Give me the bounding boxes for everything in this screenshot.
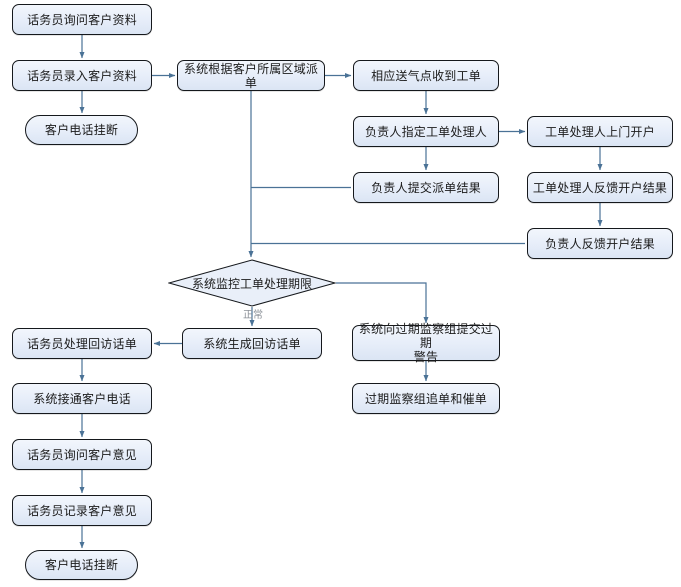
node-label: 相应送气点收到工单 <box>371 68 481 83</box>
node-label: 话务员询问客户意见 <box>27 447 137 462</box>
node-manager-reports-account-result[interactable]: 负责人反馈开户结果 <box>527 228 673 259</box>
node-monitor-order-deadline-decision[interactable]: 系统监控工单处理期限 <box>168 259 336 307</box>
node-agent-records-customer-opinion[interactable]: 话务员记录客户意见 <box>12 495 152 526</box>
node-system-dispatch-by-region[interactable]: 系统根据客户所属区域派单 <box>177 60 325 91</box>
node-label: 工单处理人上门开户 <box>545 124 655 139</box>
node-label: 系统根据客户所属区域派单 <box>183 61 319 90</box>
node-label: 话务员记录客户意见 <box>27 503 137 518</box>
node-customer-hangup-top[interactable]: 客户电话挂断 <box>25 115 138 145</box>
node-label: 系统生成回访话单 <box>203 336 301 351</box>
diamond-shape <box>168 259 336 307</box>
node-label: 话务员处理回访话单 <box>27 336 137 351</box>
node-label: 负责人指定工单处理人 <box>364 124 487 139</box>
node-handler-reports-account-result[interactable]: 工单处理人反馈开户结果 <box>527 172 673 203</box>
node-label: 系统向过期监察组提交过期 警告 <box>358 322 494 364</box>
edge-label-normal: 正常 <box>243 310 263 321</box>
node-customer-hangup-bottom[interactable]: 客户电话挂断 <box>25 550 138 580</box>
node-system-submits-overdue-warning[interactable]: 系统向过期监察组提交过期 警告 <box>352 322 500 364</box>
node-inquire-customer-info[interactable]: 话务员询问客户资料 <box>12 4 152 35</box>
node-label: 系统监控工单处理期限 <box>191 276 312 291</box>
node-enter-customer-info[interactable]: 话务员录入客户资料 <box>12 60 152 91</box>
node-label: 客户电话挂断 <box>44 123 119 137</box>
node-label: 系统接通客户电话 <box>33 391 131 406</box>
node-manager-submits-dispatch-result[interactable]: 负责人提交派单结果 <box>353 172 499 203</box>
node-handler-visits-to-open-account[interactable]: 工单处理人上门开户 <box>527 116 673 147</box>
node-label: 话务员录入客户资料 <box>27 68 137 83</box>
edge-n11-n18 <box>336 282 429 324</box>
node-label: 工单处理人反馈开户结果 <box>532 180 668 195</box>
node-gas-station-receives-order[interactable]: 相应送气点收到工单 <box>353 60 499 91</box>
node-label: 负责人提交派单结果 <box>371 180 481 195</box>
node-overdue-team-follows-up[interactable]: 过期监察组追单和催单 <box>352 383 500 414</box>
node-system-connects-customer-call[interactable]: 系统接通客户电话 <box>12 383 152 414</box>
node-agent-handles-callback-ticket[interactable]: 话务员处理回访话单 <box>12 328 152 359</box>
node-manager-assigns-handler[interactable]: 负责人指定工单处理人 <box>353 116 499 147</box>
node-label: 过期监察组追单和催单 <box>364 391 487 406</box>
node-label: 负责人反馈开户结果 <box>545 236 655 251</box>
node-label: 话务员询问客户资料 <box>27 12 137 27</box>
node-agent-asks-customer-opinion[interactable]: 话务员询问客户意见 <box>12 439 152 470</box>
node-system-generates-callback-ticket[interactable]: 系统生成回访话单 <box>182 328 322 359</box>
node-label: 客户电话挂断 <box>44 558 119 572</box>
